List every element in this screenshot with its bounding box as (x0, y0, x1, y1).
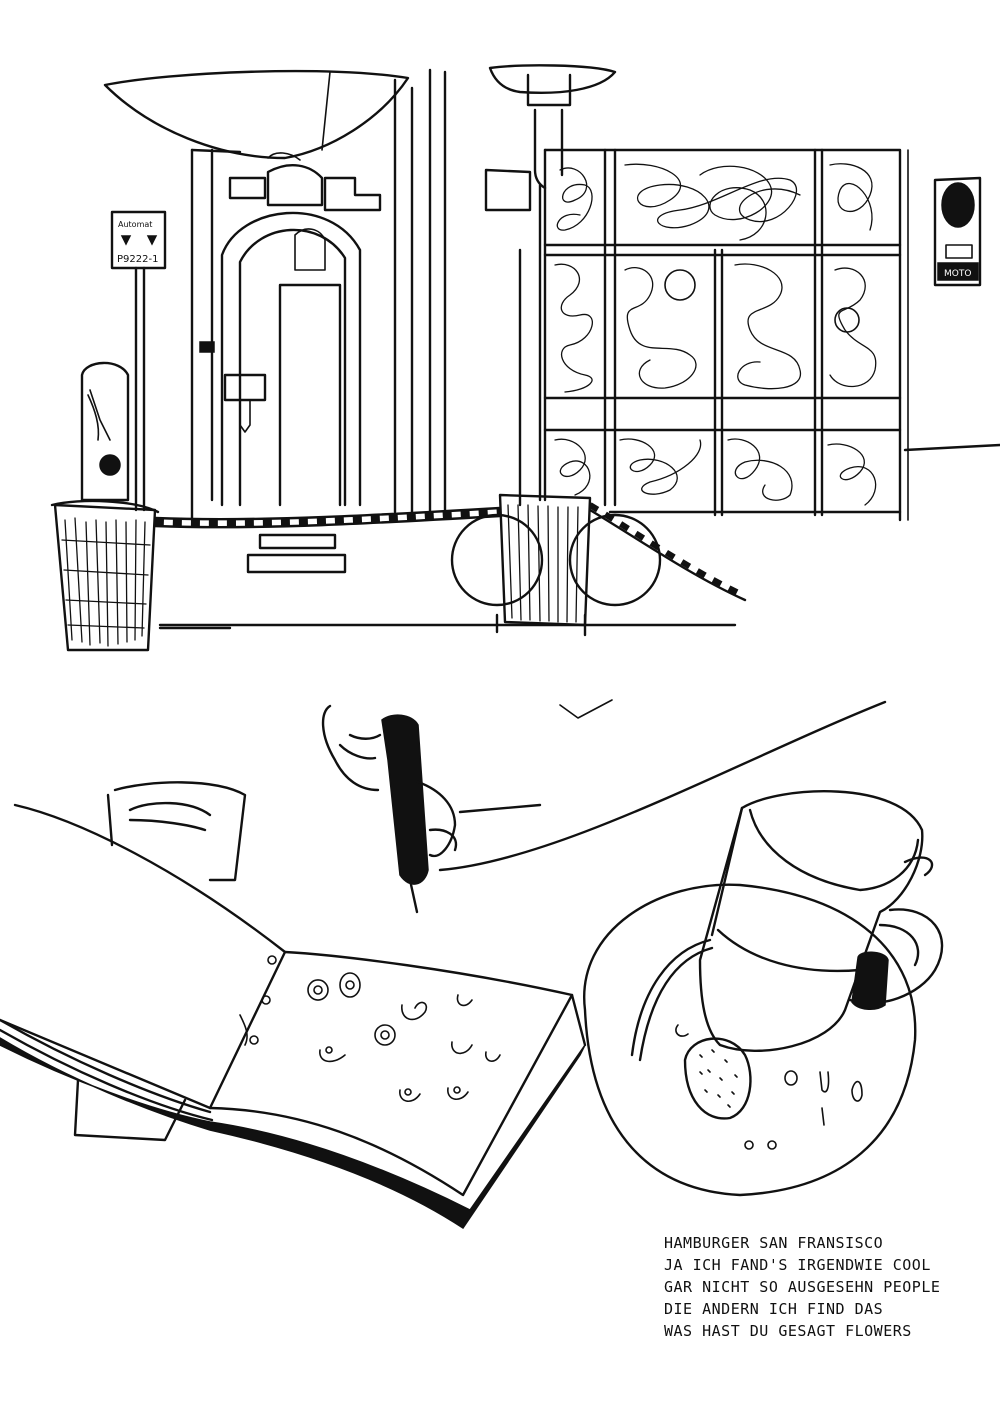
down-arrow-icon (120, 235, 132, 246)
traffic-sign-label: MOTO (944, 269, 971, 279)
caption-line-2: JA ICH FAND'S IRGENDWIE COOL (664, 1256, 931, 1274)
table-edge (438, 700, 887, 872)
open-sketchbook (0, 803, 587, 1230)
glass-cup (698, 790, 944, 1052)
traffic-sign: MOTO (933, 176, 982, 287)
caption-line-1: HAMBURGER SAN FRANSISCO (664, 1234, 884, 1252)
bicycle-and-bin (158, 493, 737, 637)
table-mark (559, 699, 613, 719)
parking-sign: Automat P9222-1 (110, 210, 167, 512)
tray (73, 1078, 187, 1142)
building-facade (190, 68, 447, 522)
cafe-table-scene (0, 699, 944, 1230)
biscuit (675, 1024, 752, 1120)
street-scene: Automat P9222-1 MOTO (50, 64, 1000, 652)
ticket-machine (80, 361, 130, 502)
hanging-lamp (103, 69, 410, 161)
trash-bin (50, 499, 160, 652)
shop-window (543, 148, 1000, 522)
parking-sign-line1: Automat (118, 220, 152, 229)
caption-line-4: DIE ANDERN ICH FIND DAS (664, 1300, 884, 1318)
caption-line-5: WAS HAST DU GESAGT FLOWERS (664, 1322, 912, 1340)
caption-line-3: GAR NICHT SO AUSGESEHN PEOPLE (664, 1278, 941, 1296)
down-arrow-icon (146, 235, 158, 246)
arched-doorway (199, 211, 362, 574)
hand-with-pen (321, 704, 542, 914)
barrier-tape (153, 502, 747, 602)
saucer (583, 883, 917, 1197)
handwritten-caption: HAMBURGER SAN FRANSISCO JA ICH FAND'S IR… (664, 1232, 984, 1342)
crumbs (744, 1070, 863, 1150)
lamp-post (484, 64, 617, 507)
napkin-holder (106, 781, 247, 882)
parking-sign-line2: P9222-1 (117, 254, 158, 265)
page-doodles (307, 972, 501, 1102)
